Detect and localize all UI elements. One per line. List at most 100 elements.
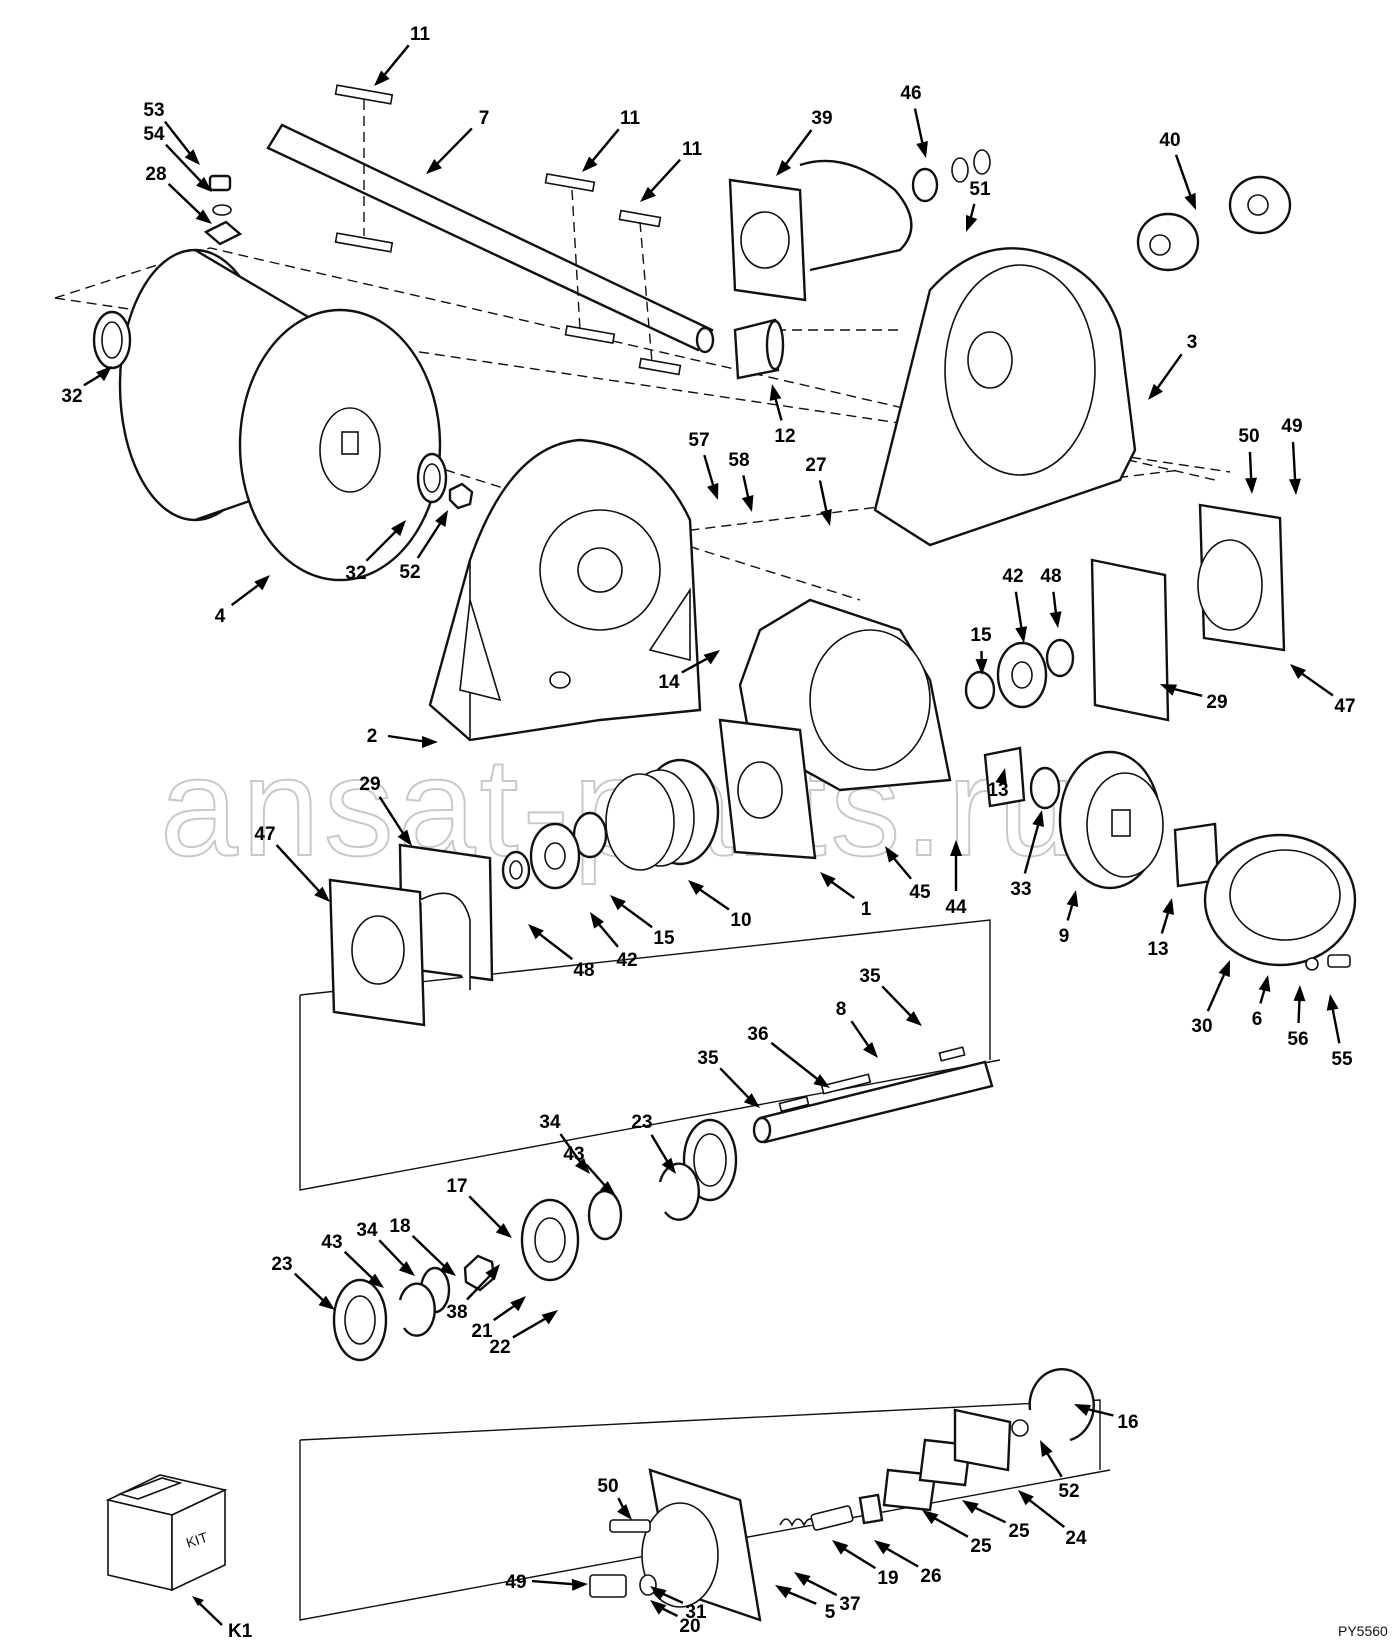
callout-leader bbox=[1153, 353, 1183, 394]
callout-11: 11 bbox=[640, 139, 702, 202]
callout-arrowhead bbox=[820, 872, 836, 888]
callout-29: 29 bbox=[359, 774, 412, 846]
callout-label: 34 bbox=[356, 1220, 378, 1241]
pin-46 bbox=[911, 149, 991, 203]
callout-arrowhead bbox=[743, 1093, 760, 1108]
callout-4: 4 bbox=[215, 575, 270, 627]
end-cap-47-right bbox=[1090, 503, 1286, 722]
callout-arrowhead bbox=[374, 70, 390, 86]
kit-box-label: KIT bbox=[184, 1529, 210, 1551]
callout-leader bbox=[650, 1134, 672, 1167]
callout-arrowhead bbox=[922, 1510, 939, 1525]
callout-arrowhead bbox=[434, 510, 448, 527]
callout-leader bbox=[1206, 968, 1228, 1012]
callout-7: 7 bbox=[426, 108, 489, 174]
callout-leader bbox=[913, 108, 925, 149]
callout-label: 45 bbox=[909, 882, 931, 903]
callout-arrowhead bbox=[541, 1310, 558, 1325]
callout-label: 35 bbox=[859, 966, 881, 987]
callout-45: 45 bbox=[885, 846, 931, 903]
callout-label: 43 bbox=[321, 1232, 342, 1253]
callout-arrowhead bbox=[1015, 626, 1028, 643]
callout-leader bbox=[167, 183, 205, 219]
callout-label: 15 bbox=[970, 625, 992, 646]
callout-label: 44 bbox=[945, 897, 967, 918]
callout-arrowhead bbox=[391, 520, 406, 537]
callout-label: 5 bbox=[825, 1602, 836, 1623]
callout-arrowhead bbox=[950, 840, 962, 856]
callout-11: 11 bbox=[582, 108, 640, 172]
callout-leader bbox=[646, 158, 682, 197]
callout-label: 12 bbox=[774, 426, 795, 447]
callout-2: 2 bbox=[367, 726, 438, 748]
callout-leader bbox=[1014, 591, 1024, 634]
callout-label: 39 bbox=[811, 108, 832, 129]
callout-label: 47 bbox=[254, 824, 275, 845]
callout-leader bbox=[839, 1545, 877, 1570]
callout-leader bbox=[1296, 669, 1334, 697]
callout-label: 3 bbox=[1187, 332, 1198, 353]
callout-label: 11 bbox=[410, 24, 431, 45]
callout-24: 24 bbox=[1018, 1490, 1087, 1549]
callout-arrowhead bbox=[905, 1011, 922, 1026]
sprocket-40 bbox=[1136, 175, 1292, 272]
callout-leader bbox=[781, 129, 813, 170]
drawing-id: PY5560 bbox=[1338, 1623, 1388, 1639]
callout-label: 48 bbox=[573, 960, 594, 981]
callout-layer: 1234567891011111112131314151516171819202… bbox=[61, 24, 1355, 1637]
callout-arrowhead bbox=[1288, 478, 1301, 495]
callout-label: 7 bbox=[479, 108, 490, 129]
callout-label: 37 bbox=[839, 1594, 860, 1615]
callout-arrowhead bbox=[832, 1540, 849, 1555]
kit-box-icon: KIT bbox=[105, 1474, 228, 1592]
callout-arrowhead bbox=[1040, 1440, 1053, 1457]
callout-arrowhead bbox=[707, 482, 719, 500]
bushing-12 bbox=[733, 318, 785, 380]
callout-arrowhead bbox=[397, 829, 412, 846]
callout-30: 30 bbox=[1191, 960, 1230, 1037]
callout-leader bbox=[380, 44, 410, 80]
callout-leader bbox=[411, 1235, 449, 1271]
callout-33: 33 bbox=[1010, 810, 1044, 900]
callout-48: 48 bbox=[1040, 566, 1062, 628]
callout-leader bbox=[293, 1272, 328, 1305]
callout-leader bbox=[1330, 1003, 1341, 1044]
callout-label: 50 bbox=[597, 1476, 618, 1497]
callout-arrowhead bbox=[1148, 383, 1163, 400]
callout-37: 37 bbox=[794, 1572, 861, 1615]
callout-label: 52 bbox=[399, 562, 420, 583]
bearing-block-39 bbox=[728, 159, 913, 302]
callout-8: 8 bbox=[836, 999, 878, 1058]
callout-arrowhead bbox=[318, 1295, 335, 1310]
callout-arrowhead bbox=[495, 1223, 512, 1238]
bearing-42-left bbox=[501, 811, 608, 890]
callout-11: 11 bbox=[374, 24, 430, 86]
callout-17: 17 bbox=[446, 1176, 512, 1238]
callout-leader bbox=[801, 1576, 838, 1597]
callout-34: 34 bbox=[356, 1220, 415, 1276]
callout-arrowhead bbox=[1258, 975, 1271, 992]
callout-47: 47 bbox=[254, 824, 330, 902]
callout-arrowhead bbox=[398, 1261, 415, 1276]
callout-leader bbox=[466, 1270, 495, 1301]
callout-arrowhead bbox=[874, 1540, 891, 1555]
callout-label: 58 bbox=[728, 450, 749, 471]
callout-50: 50 bbox=[597, 1476, 632, 1520]
callout-arrowhead bbox=[439, 1261, 456, 1276]
callout-arrowhead bbox=[1160, 684, 1178, 696]
callout-leader bbox=[165, 143, 206, 187]
bolt-53 bbox=[203, 174, 243, 246]
callout-label: 20 bbox=[679, 1616, 700, 1637]
callout-42: 42 bbox=[1002, 566, 1028, 643]
callout-leader bbox=[719, 1067, 754, 1103]
callout-label: 42 bbox=[616, 950, 637, 971]
callout-label: 11 bbox=[620, 108, 641, 129]
callout-arrowhead bbox=[703, 650, 720, 665]
callout-3: 3 bbox=[1148, 332, 1197, 400]
callout-label: 43 bbox=[563, 1144, 584, 1165]
callout-label: 25 bbox=[970, 1536, 992, 1557]
callout-44: 44 bbox=[945, 840, 967, 918]
gear-case-1 bbox=[718, 598, 952, 860]
callout-label: 47 bbox=[1334, 696, 1355, 717]
callout-arrowhead bbox=[617, 1503, 632, 1520]
